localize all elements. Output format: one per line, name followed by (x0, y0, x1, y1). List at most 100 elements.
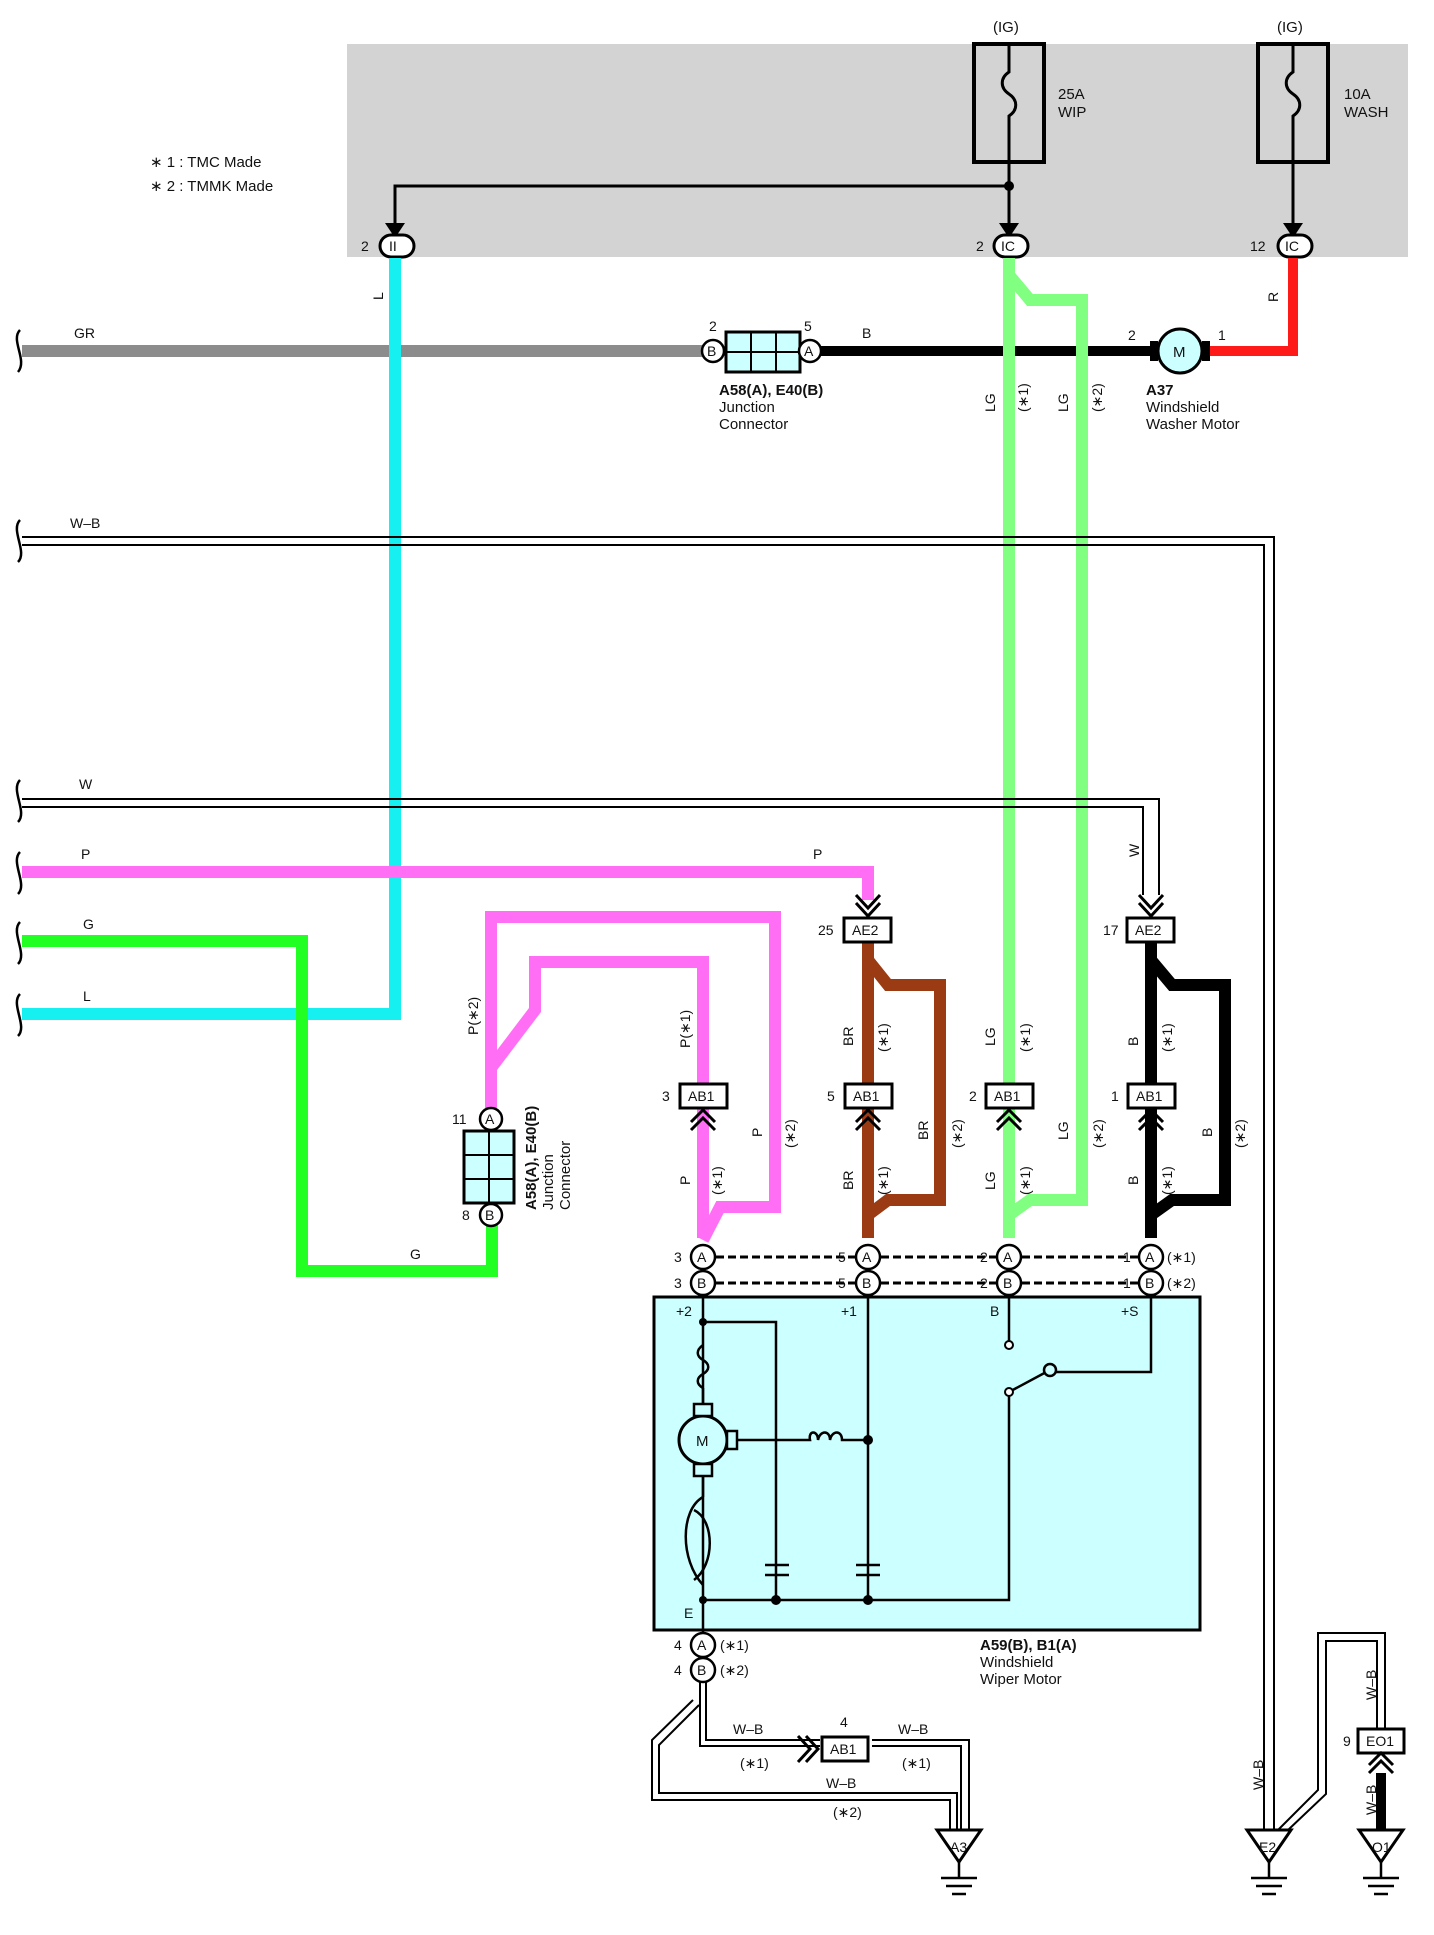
connector-ae2-w: AE2 17 (1103, 893, 1176, 944)
svg-text:B: B (1125, 1176, 1141, 1185)
svg-text:A: A (1145, 1249, 1155, 1265)
svg-text:Junction: Junction (540, 1154, 557, 1210)
connector-ab1-2: AB1 5 (827, 1082, 894, 1132)
svg-text:E2: E2 (1259, 1839, 1276, 1855)
svg-text:B: B (485, 1207, 494, 1223)
svg-text:B: B (697, 1662, 706, 1678)
svg-text:LG: LG (1055, 1121, 1071, 1140)
svg-text:P: P (813, 846, 822, 862)
svg-text:(∗1): (∗1) (1017, 1023, 1033, 1052)
svg-text:W–B: W–B (898, 1721, 928, 1737)
svg-text:BR: BR (840, 1027, 856, 1046)
svg-text:(∗1): (∗1) (740, 1755, 769, 1771)
wire-wb-main: W–B (22, 515, 1275, 1838)
svg-text:4: 4 (674, 1637, 682, 1653)
connector-ic-wip: IC 2 (976, 233, 1030, 259)
arrowheads (385, 223, 1303, 238)
svg-text:+1: +1 (841, 1303, 857, 1319)
svg-text:A: A (485, 1111, 495, 1127)
svg-text:EO1: EO1 (1366, 1733, 1394, 1749)
svg-text:(∗2): (∗2) (1090, 1119, 1106, 1148)
svg-text:(∗1): (∗1) (1167, 1249, 1196, 1265)
fuse-wip: (IG) 25A WIP (972, 19, 1086, 164)
svg-text:3: 3 (674, 1249, 682, 1265)
svg-text:LG: LG (982, 393, 998, 412)
svg-text:12: 12 (1250, 238, 1266, 254)
connector-ae2-p: AE2 25 (818, 893, 893, 944)
svg-text:B: B (707, 343, 716, 359)
wire-p: P P (22, 846, 874, 900)
svg-text:(∗2): (∗2) (1232, 1119, 1248, 1148)
svg-text:1: 1 (1218, 327, 1226, 343)
svg-text:P: P (749, 1128, 765, 1137)
svg-text:AE2: AE2 (1135, 922, 1162, 938)
svg-text:25: 25 (818, 922, 834, 938)
connector-ab1-wb: AB1 4 W–B (∗1) W–B (∗1) W–B (∗2) (733, 1714, 931, 1820)
junction-dot (1004, 181, 1014, 191)
wire-b-washer: B (810, 325, 1150, 356)
svg-text:M: M (696, 1433, 709, 1450)
svg-text:Connector: Connector (719, 416, 788, 433)
svg-text:A58(A), E40(B): A58(A), E40(B) (719, 382, 823, 399)
svg-text:WASH: WASH (1344, 104, 1388, 121)
svg-text:A3: A3 (950, 1839, 967, 1855)
wire-p-junction (485, 911, 781, 1243)
lg-labels-upper: LG (∗1) LG (∗2) (982, 383, 1105, 412)
svg-text:(∗2): (∗2) (1089, 383, 1105, 412)
svg-text:Windshield: Windshield (1146, 399, 1219, 416)
relay-internal-wiring (393, 162, 1295, 235)
svg-text:1: 1 (1111, 1088, 1119, 1104)
svg-text:W: W (79, 776, 93, 792)
svg-text:17: 17 (1103, 922, 1119, 938)
relay-block-panel (347, 44, 1408, 257)
svg-text:AB1: AB1 (830, 1741, 857, 1757)
svg-text:B: B (990, 1303, 999, 1319)
svg-text:P(∗1): P(∗1) (677, 1010, 693, 1048)
svg-text:2: 2 (976, 238, 984, 254)
svg-text:(∗2): (∗2) (833, 1804, 862, 1820)
wiper-ground-connectors: A B 4 4 (∗1) (∗2) A59(B), B1(A) Windshie… (674, 1631, 1077, 1688)
svg-text:10A: 10A (1344, 86, 1371, 103)
svg-text:(IG): (IG) (993, 19, 1019, 36)
wiper-motor: M +2 +1 B +S E (652, 1295, 1202, 1640)
svg-text:AB1: AB1 (1136, 1088, 1163, 1104)
svg-text:W–B: W–B (826, 1775, 856, 1791)
wire-g: G G (22, 916, 498, 1277)
ground-o1: O1 (1356, 1828, 1406, 1896)
svg-text:W–B: W–B (733, 1721, 763, 1737)
wire-r: R (1207, 258, 1298, 356)
svg-text:A37: A37 (1146, 382, 1174, 399)
svg-text:LG: LG (1055, 393, 1071, 412)
svg-text:AE2: AE2 (852, 922, 879, 938)
svg-text:Washer Motor: Washer Motor (1146, 416, 1240, 433)
connector-ii: II 2 (361, 233, 416, 259)
svg-text:11: 11 (452, 1111, 467, 1127)
ground-e2: E2 (1244, 1828, 1294, 1896)
svg-text:5: 5 (804, 318, 812, 334)
connector-ic-wash: IC 12 (1250, 233, 1314, 259)
svg-text:LG: LG (982, 1027, 998, 1046)
svg-text:9: 9 (1343, 1733, 1351, 1749)
connector-ab1-1: AB1 3 (662, 1082, 729, 1132)
svg-text:(∗1): (∗1) (1159, 1166, 1175, 1195)
svg-text:A: A (697, 1249, 707, 1265)
svg-text:2: 2 (1128, 327, 1136, 343)
svg-text:G: G (410, 1246, 421, 1262)
svg-text:(∗1): (∗1) (902, 1755, 931, 1771)
junction-connector-left: A 11 B 8 A58(A), E40(B) Junction Connect… (452, 1106, 574, 1228)
svg-text:A: A (1003, 1249, 1013, 1265)
note-tmc: ∗ 1 : TMC Made (150, 154, 262, 171)
svg-text:2: 2 (980, 1249, 988, 1265)
svg-text:5: 5 (827, 1088, 835, 1104)
connector-ab1-4: AB1 1 (1111, 1082, 1177, 1132)
svg-text:B: B (1199, 1128, 1215, 1137)
svg-text:5: 5 (838, 1275, 846, 1291)
svg-text:B: B (1145, 1275, 1154, 1291)
svg-text:B: B (1003, 1275, 1012, 1291)
wire-w: W W (22, 776, 1160, 895)
svg-text:W–B: W–B (70, 515, 100, 531)
svg-text:IC: IC (1285, 238, 1299, 254)
svg-text:8: 8 (462, 1207, 470, 1223)
wire-l: L L (22, 258, 401, 1020)
svg-text:AB1: AB1 (994, 1088, 1021, 1104)
